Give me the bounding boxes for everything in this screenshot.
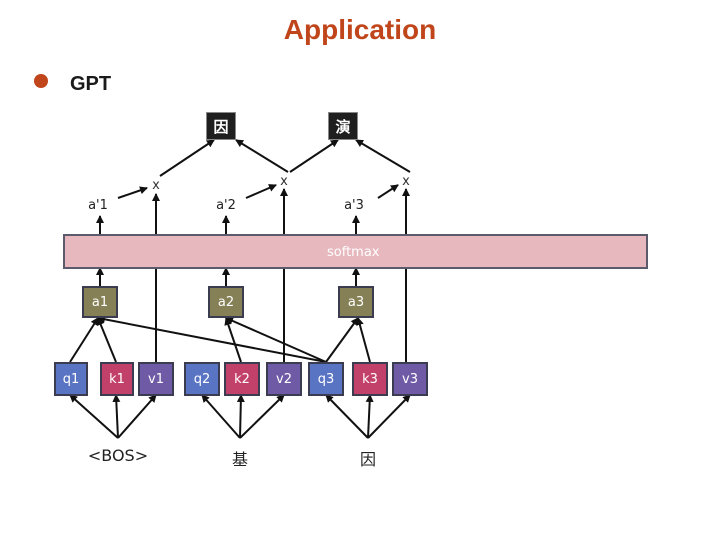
output-token-2: 演 xyxy=(328,112,358,140)
softmax-layer: softmax xyxy=(63,234,648,269)
input-token-2: 基 xyxy=(231,450,248,469)
query-3: q3 xyxy=(308,362,344,396)
output-token-1: 因 xyxy=(206,112,236,140)
value-2: v2 xyxy=(266,362,302,396)
weighted-score-2: a'2 xyxy=(216,198,236,213)
multiply-symbol-3: x xyxy=(402,174,410,189)
multiply-symbol-1: x xyxy=(152,178,160,193)
key-3: k3 xyxy=(352,362,388,396)
slide-title: Application xyxy=(283,14,437,45)
weighted-score-3: a'3 xyxy=(344,198,364,213)
weighted-score-1: a'1 xyxy=(88,198,108,213)
value-3: v3 xyxy=(392,362,428,396)
attention-score-1: a1 xyxy=(82,286,118,318)
multiply-symbol-2: x xyxy=(280,174,288,189)
softmax-label: softmax xyxy=(327,245,380,260)
key-1: k1 xyxy=(100,362,134,396)
query-1: q1 xyxy=(54,362,88,396)
input-token-bos: <BOS> xyxy=(87,446,149,465)
bullet-label: GPT xyxy=(70,73,112,95)
attention-score-3: a3 xyxy=(338,286,374,318)
attention-score-2: a2 xyxy=(208,286,244,318)
value-1: v1 xyxy=(138,362,174,396)
query-2: q2 xyxy=(184,362,220,396)
bullet-dot xyxy=(34,74,48,88)
input-token-3: 因 xyxy=(359,450,376,469)
key-2: k2 xyxy=(224,362,260,396)
